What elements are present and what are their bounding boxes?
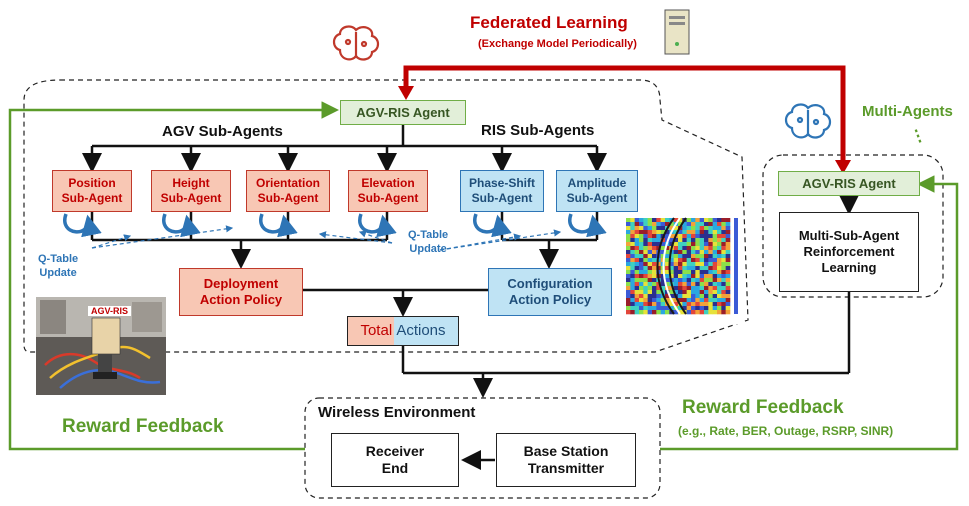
qtable-right-label: Q-Table Update (408, 228, 448, 257)
qtable-right-line2: Update (409, 243, 447, 256)
main-agent-container (23, 79, 749, 353)
qtable-left-label: Q-Table Update (38, 252, 78, 281)
sub-agent-label: Sub-Agent (471, 191, 533, 205)
loop-icon-orientation (259, 213, 298, 238)
sub-agent-label: Sub-Agent (61, 191, 123, 205)
loop-icon-position (63, 213, 102, 238)
main-agent-label: AGV-RIS Agent (356, 104, 450, 120)
policy-lines (90, 212, 599, 269)
brain-icon-blue (784, 103, 832, 139)
wireless-title: Wireless Environment (318, 404, 476, 421)
sub-agent-orientation[interactable]: Orientation Sub-Agent (246, 170, 330, 212)
loop-icon-amplitude (568, 213, 607, 238)
qtable-dashed-lines (91, 225, 562, 251)
deployment-line2: Action Policy (199, 292, 283, 307)
qtable-loops (63, 213, 607, 238)
sub-agent-label: Phase-Shift (468, 176, 535, 191)
sub-agent-height[interactable]: Height Sub-Agent (151, 170, 231, 212)
agent-tree-lines (82, 125, 607, 173)
total-actions-part2: Actions (396, 321, 446, 339)
base-station-box[interactable]: Base Station Transmitter (496, 433, 636, 487)
right-agent-container (762, 154, 944, 298)
main-agent-box[interactable]: AGV-RIS Agent (340, 100, 466, 125)
marl-line3: Learning (821, 259, 877, 275)
sub-agent-label: Sub-Agent (566, 191, 628, 205)
right-agent-label: AGV-RIS Agent (802, 175, 896, 191)
total-actions-part1: Total (360, 321, 397, 339)
federated-arrowhead-right (835, 160, 851, 174)
deployment-line1: Deployment (203, 276, 279, 292)
sub-agent-label: Elevation (361, 176, 415, 191)
sub-agent-label: Position (68, 176, 116, 191)
right-agent-box[interactable]: AGV-RIS Agent (778, 171, 920, 196)
reward-metrics-label: (e.g., Rate, BER, Outage, RSRP, SINR) (678, 424, 894, 438)
reward-right-label: Reward Feedback (682, 397, 844, 418)
sub-agent-elevation[interactable]: Elevation Sub-Agent (348, 170, 428, 212)
reward-right-line (660, 175, 959, 451)
sub-agent-position[interactable]: Position Sub-Agent (52, 170, 132, 212)
sub-agent-phase-shift[interactable]: Phase-Shift Sub-Agent (460, 170, 544, 212)
configuration-line2: Action Policy (508, 292, 592, 307)
federated-subtitle: (Exchange Model Periodically) (478, 38, 637, 50)
sub-agent-label: Sub-Agent (357, 191, 419, 205)
sub-agent-label: Amplitude (567, 176, 627, 191)
sub-agent-label: Height (172, 176, 210, 191)
sub-agent-label: Sub-Agent (257, 191, 319, 205)
qtable-right-line1: Q-Table (408, 229, 449, 241)
marl-line2: Reinforcement (803, 244, 895, 260)
receiver-line1: Receiver (365, 442, 425, 459)
reward-left-line (8, 101, 339, 451)
federated-arrow (403, 65, 846, 165)
configuration-policy-box[interactable]: Configuration Action Policy (488, 268, 612, 316)
marl-box[interactable]: Multi-Sub-Agent Reinforcement Learning (779, 212, 919, 292)
receiver-box[interactable]: Receiver End (331, 433, 459, 487)
federated-arrowhead-left (398, 86, 414, 100)
multi-agents-label: Multi-Agents (862, 103, 953, 120)
bs-line2: Transmitter (527, 460, 605, 476)
server-icon (664, 9, 690, 55)
sub-agent-amplitude[interactable]: Amplitude Sub-Agent (556, 170, 638, 212)
total-lines (302, 195, 859, 470)
loop-icon-elevation (358, 213, 397, 238)
wireless-container (304, 397, 661, 499)
receiver-line2: End (381, 460, 409, 476)
federated-title: Federated Learning (470, 13, 628, 32)
brain-icon-red (332, 25, 380, 61)
deployment-policy-box[interactable]: Deployment Action Policy (179, 268, 303, 316)
qtable-left-line2: Update (39, 267, 77, 280)
reward-left-label: Reward Feedback (62, 416, 224, 437)
total-actions-box[interactable]: Total Actions (347, 316, 459, 346)
qtable-left-line1: Q-Table (38, 253, 79, 265)
sub-agent-label: Sub-Agent (160, 191, 222, 205)
ris-group-label: RIS Sub-Agents (481, 122, 595, 139)
bs-line1: Base Station (523, 442, 609, 459)
photo-label: AGV-RIS (88, 306, 132, 316)
phase-heatmap (622, 214, 742, 324)
sub-agent-label: Orientation (255, 176, 320, 191)
loop-icon-height (162, 213, 201, 238)
marl-line1: Multi-Sub-Agent (798, 228, 900, 244)
agv-group-label: AGV Sub-Agents (162, 123, 283, 140)
loop-icon-phase (473, 213, 512, 238)
configuration-line1: Configuration (507, 276, 593, 292)
